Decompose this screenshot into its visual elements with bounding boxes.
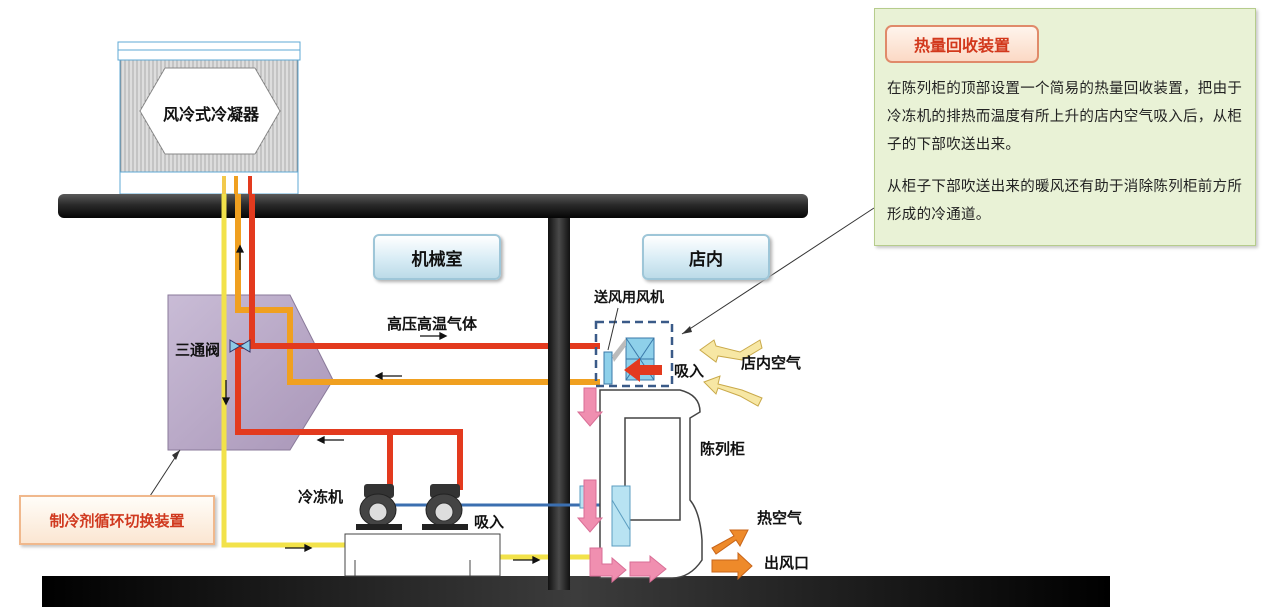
note-paragraph-1: 在陈列柜的顶部设置一个简易的热量回收装置，把由于冷冻机的排热而温度有所上升的店内… (887, 81, 1243, 153)
heat-recovery-zone (594, 320, 674, 388)
compressor-left-icon (356, 484, 402, 530)
store-air-arrows (699, 339, 763, 407)
air-cooled-condenser (117, 41, 301, 195)
heat-recovery-note: 热量回收装置 在陈列柜的顶部设置一个简易的热量回收装置，把由于冷冻机的排热而温度… (874, 8, 1256, 246)
hot-gas-pipe (235, 194, 600, 490)
intake-label-top: 吸入 (674, 362, 705, 380)
outlet-label: 出风口 (764, 554, 810, 572)
compressor-right-icon (422, 484, 468, 530)
note-paragraph-2: 从柜子下部吹送出来的暖风还有助于消除陈列柜前方所形成的冷通道。 (887, 179, 1243, 223)
intake-label-bottom: 吸入 (474, 513, 505, 531)
divider-wall (548, 218, 570, 590)
condenser-label: 风冷式冷凝器 (163, 105, 260, 124)
hot-air-label: 热空气 (757, 509, 803, 527)
leader-line-fan (607, 307, 619, 351)
switch-device-label: 制冷剂循环切换装置 (19, 495, 215, 545)
intake-arrow-red (624, 358, 662, 382)
compressor-label: 冷冻机 (298, 488, 344, 506)
floor-slab (42, 576, 1110, 607)
ceiling-slab (58, 194, 808, 218)
note-title: 热量回收装置 (885, 25, 1039, 63)
leader-arrow-note (682, 326, 692, 334)
fan-icon (603, 337, 655, 385)
hot-gas-label: 高压高温气体 (387, 315, 478, 333)
fan-label: 送风用风机 (594, 290, 664, 306)
three-way-valve-label: 三通阀 (175, 341, 221, 359)
return-pipe (235, 194, 600, 385)
three-way-valve-icon (229, 339, 251, 353)
leader-line-note (681, 207, 875, 335)
airflow-pink-arrows (576, 387, 667, 584)
hot-air-arrows (711, 529, 753, 581)
store-tag: 店内 (642, 234, 770, 280)
store-air-label: 店内空气 (741, 354, 802, 372)
flow-arrows (221, 244, 541, 565)
machine-room-tag: 机械室 (373, 234, 501, 280)
receiver-tank (344, 533, 501, 577)
showcase-label: 陈列柜 (700, 440, 746, 458)
showcase-cabinet (579, 389, 703, 579)
leader-arrow-switch (172, 450, 180, 460)
